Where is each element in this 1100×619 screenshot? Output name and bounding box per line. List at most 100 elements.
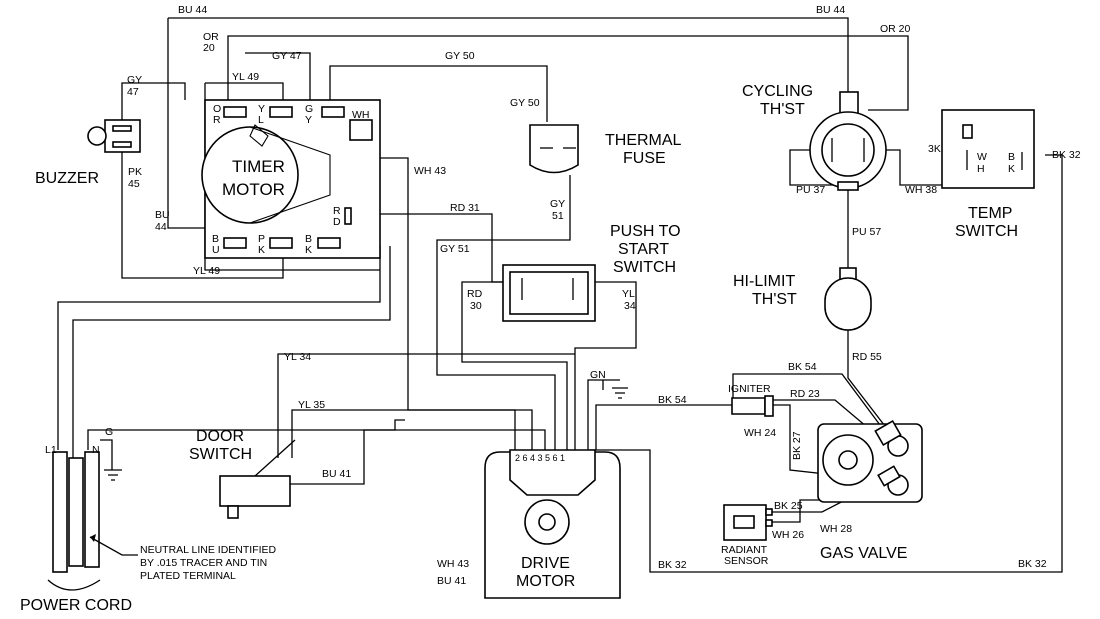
note-line-1: NEUTRAL LINE IDENTIFIED (140, 544, 277, 556)
label-bu44-left-b: 44 (155, 221, 167, 233)
buzzer-knob (87, 126, 107, 146)
gas-valve: GAS VALVE (817, 419, 923, 562)
timer-label-2: MOTOR (222, 180, 285, 199)
label-yl49-bottom: YL 49 (193, 265, 220, 277)
door-switch-label-1: DOOR (196, 428, 244, 445)
label-gy51-a: GY (550, 198, 565, 210)
hi-limit-body (824, 277, 872, 331)
label-bk25: BK 25 (774, 500, 803, 512)
label-bk32-bottom: BK 32 (658, 559, 687, 571)
timer-yl-l: L (258, 114, 264, 126)
temp-k: K (1008, 163, 1015, 175)
label-gy50-fuse: GY 50 (510, 97, 540, 109)
label-rd55: RD 55 (852, 351, 882, 363)
timer-terminal-wh (349, 119, 373, 141)
timer-pk-p: P (258, 233, 265, 245)
label-or20-right: OR 20 (880, 23, 911, 35)
label-wh38: WH 38 (905, 184, 937, 196)
motor-pins: 2 6 4 3 5 6 1 (515, 453, 565, 463)
timer-gy-g: G (305, 103, 313, 115)
label-bk27: BK 27 (791, 431, 803, 460)
label-wh43-bottom: WH 43 (437, 558, 469, 570)
label-gy51-b: 51 (552, 210, 564, 222)
cycling-thermostat: CYCLING TH'ST (742, 83, 887, 191)
timer-pk-k: K (258, 244, 265, 256)
door-switch: DOOR SWITCH (189, 428, 296, 519)
timer-terminal-gy (321, 106, 345, 118)
timer-or-o: O (213, 103, 221, 115)
label-pu57: PU 57 (852, 226, 881, 238)
label-gy47-left-a: GY (127, 74, 142, 86)
label-gn: GN (590, 369, 606, 381)
label-bk32-right: BK 32 (1052, 149, 1081, 161)
push-switch-label-3: SWITCH (613, 259, 676, 276)
buzzer-label: BUZZER (35, 170, 99, 187)
timer-terminal-or (223, 106, 247, 118)
thermal-fuse-label-2: FUSE (623, 150, 666, 167)
timer-rd-r: R (333, 205, 341, 217)
push-switch-label-2: START (618, 241, 669, 258)
label-wh26: WH 26 (772, 529, 804, 541)
hi-limit-label-1: HI-LIMIT (733, 273, 795, 290)
push-switch-label-1: PUSH TO (610, 223, 681, 240)
label-wh43-timer: WH 43 (414, 165, 446, 177)
label-or20-left-b: 20 (203, 42, 215, 54)
label-bk32-bottom-right: BK 32 (1018, 558, 1047, 570)
note-line-2: BY .015 TRACER AND TIN (140, 557, 267, 569)
timer-bk-k: K (305, 244, 312, 256)
thermal-fuse-label-1: THERMAL (605, 132, 682, 149)
label-yl34-b: 34 (624, 300, 636, 312)
label-bu41-bottom: BU 41 (437, 575, 466, 587)
label-pk45-b: 45 (128, 178, 140, 190)
temp-w: W (977, 151, 987, 163)
door-switch-label-2: SWITCH (189, 446, 252, 463)
temp-switch-label-1: TEMP (968, 205, 1012, 222)
igniter-label: IGNITER (728, 383, 771, 395)
igniter: IGNITER (728, 383, 774, 417)
timer-terminal-bu (223, 237, 247, 249)
label-bu41-door: BU 41 (322, 468, 351, 480)
label-rd30-a: RD (467, 288, 483, 300)
timer-terminal-rd (344, 207, 352, 225)
label-rd31: RD 31 (450, 202, 480, 214)
thermal-fuse: THERMAL FUSE (529, 124, 682, 174)
label-rd30-b: 30 (470, 300, 482, 312)
radiant-sensor-label-1: RADIANT (721, 544, 768, 556)
timer-terminal-yl (269, 106, 293, 118)
timer-yl-y: Y (258, 103, 265, 115)
timer-wh: WH (352, 109, 370, 121)
push-switch-inner (509, 271, 589, 315)
thermal-fuse-body (529, 124, 579, 174)
l1-label: L1 (45, 444, 57, 456)
wire-labels: BU 44 BU 44 OR 20 OR 20 GY 47 GY 50 YL 4… (127, 4, 1081, 587)
power-cord-label: POWER CORD (20, 597, 132, 614)
label-gy51-left: GY 51 (440, 243, 470, 255)
cycling-thst-label-2: TH'ST (760, 101, 805, 118)
label-bu44-top-right: BU 44 (816, 4, 845, 16)
label-yl35: YL 35 (298, 399, 325, 411)
buzzer: BUZZER (35, 119, 141, 187)
timer-bu-b: B (212, 233, 219, 245)
label-gy47-left-b: 47 (127, 86, 139, 98)
note-line-3: PLATED TERMINAL (140, 570, 236, 582)
temp-switch: 3K W H B K TEMP SWITCH (928, 109, 1035, 240)
drive-motor-label-1: DRIVE (521, 555, 570, 572)
label-wh24: WH 24 (744, 427, 776, 439)
label-pk45-a: PK (128, 166, 142, 178)
power-cord: POWER CORD L1 N G NEUTRAL LINE IDENTIFIE… (20, 426, 277, 614)
timer-terminal-bk (317, 237, 341, 249)
temp-h: H (977, 163, 985, 175)
timer-label-1: TIMER (232, 157, 285, 176)
timer-or-r: R (213, 114, 221, 126)
temp-b: B (1008, 151, 1015, 163)
push-to-start-switch: PUSH TO START SWITCH (502, 223, 681, 322)
label-gy50-top: GY 50 (445, 50, 475, 62)
drive-motor-label-2: MOTOR (516, 573, 575, 590)
wires (57, 17, 1063, 573)
label-yl34-door: YL 34 (284, 351, 311, 363)
cycling-thst-label-1: CYCLING (742, 83, 813, 100)
drive-motor: 2 6 4 3 5 6 1 DRIVE MOTOR (484, 449, 621, 599)
hi-limit-thermostat: HI-LIMIT TH'ST (733, 267, 872, 331)
